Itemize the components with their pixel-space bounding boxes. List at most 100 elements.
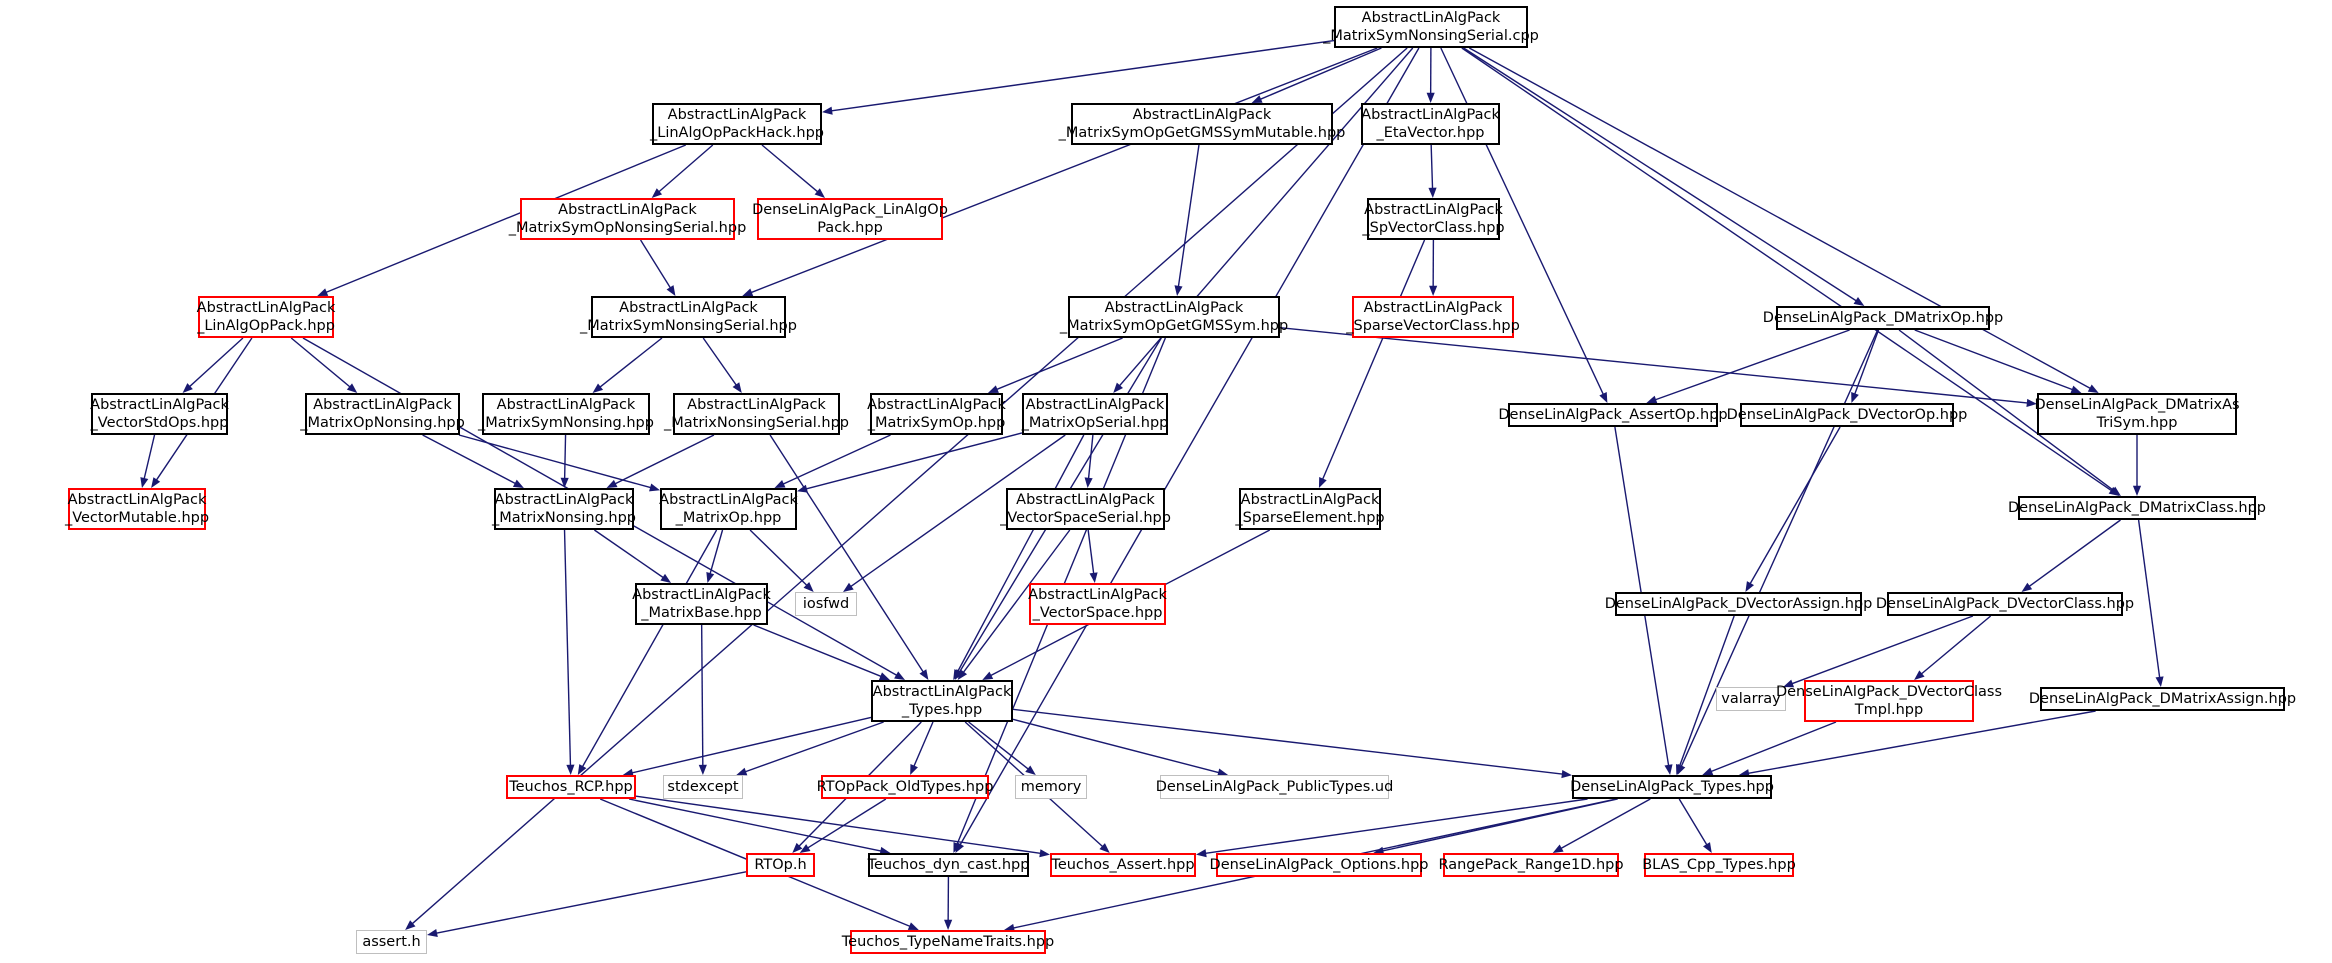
node-dmatrixassign[interactable]: DenseLinAlgPack_DMatrixAssign.hpp xyxy=(2029,687,2296,711)
edge-teuchos_rcp-to-dyn_cast xyxy=(628,798,882,852)
node-matrixsymop[interactable]: AbstractLinAlgPack_MatrixSymOp.hpp xyxy=(867,393,1006,435)
arrowhead-types-to-stdexcept xyxy=(736,767,748,776)
node-line: AbstractLinAlgPack xyxy=(90,397,229,413)
arrowhead-linalgoppack-to-matrixopnonsing xyxy=(346,383,358,393)
node-dmatrixop[interactable]: DenseLinAlgPack_DMatrixOp.hpp xyxy=(1763,306,2003,330)
node-matrixnonsingserial[interactable]: AbstractLinAlgPack_MatrixNonsingSerial.h… xyxy=(664,393,849,435)
node-line: AbstractLinAlgPack xyxy=(1028,587,1167,603)
node-memory: memory xyxy=(1015,775,1087,799)
node-line: _MatrixSymOp.hpp xyxy=(867,415,1006,431)
node-line: _VectorStdOps.hpp xyxy=(90,415,229,431)
node-vectorspace[interactable]: AbstractLinAlgPack_VectorSpace.hpp xyxy=(1028,583,1167,625)
edge-etavector-to-spvectorclass xyxy=(1430,144,1434,190)
node-types[interactable]: AbstractLinAlgPack_Types.hpp xyxy=(871,680,1013,722)
node-line: DenseLinAlgPack_DVectorClass xyxy=(1775,684,2003,700)
arrowhead-dvectorclass-to-dvectorclasstmpl xyxy=(1914,670,1925,680)
node-line: DenseLinAlgPack_Options.hpp xyxy=(1209,857,1429,873)
edge-dvectorclasstmpl-to-dense_types xyxy=(1710,721,1837,773)
node-line: AbstractLinAlgPack xyxy=(1363,300,1503,316)
arrowhead-matrixopserial-to-matrixop xyxy=(797,484,808,493)
arrowhead-dmatrixop-to-dvectorop xyxy=(1851,392,1859,403)
node-line: _MatrixSymOpNonsingSerial.hpp xyxy=(508,220,747,236)
arrowhead-dense_types-to-teuchos_assert xyxy=(1196,849,1207,858)
node-rangepack-range1d[interactable]: RangePack_Range1D.hpp xyxy=(1438,853,1624,877)
node-valarray: valarray xyxy=(1716,687,1786,711)
edge-dmatrixop-to-dmatrixclass xyxy=(1898,329,2115,492)
node-vectorspaceserial[interactable]: AbstractLinAlgPack_VectorSpaceSerial.hpp xyxy=(1000,488,1171,530)
edge-matrixnonsing-to-matrixbase xyxy=(593,529,665,579)
node-root-source-file[interactable]: AbstractLinAlgPack_MatrixSymNonsingSeria… xyxy=(1323,6,1539,48)
arrowhead-root-to-matrixopserial xyxy=(1113,382,1124,393)
node-linalgoppack[interactable]: AbstractLinAlgPack_LinAlgOpPack.hpp xyxy=(197,296,335,338)
arrowhead-rtoppack_oldtypes-to-rtop xyxy=(799,844,811,853)
node-rtoppack-oldtypes[interactable]: RTOpPack_OldTypes.hpp xyxy=(817,775,993,799)
node-dense-publictypes: DenseLinAlgPack_PublicTypes.ud xyxy=(1156,775,1393,799)
node-line: AbstractLinAlgPack xyxy=(872,684,1012,700)
node-matrixsymopgetgmssymmutable[interactable]: AbstractLinAlgPack_MatrixSymOpGetGMSSymM… xyxy=(1059,103,1345,145)
node-vectorstdops[interactable]: AbstractLinAlgPack _VectorStdOps.hpp xyxy=(90,393,229,435)
arrowhead-rtop-to-assert_h xyxy=(427,928,438,937)
arrowhead-dmatrixop-to-dmatrixastrisym xyxy=(2070,385,2082,394)
arrowhead-types-to-dense_types xyxy=(1561,769,1572,779)
arrowhead-root-to-dmatrixop xyxy=(1853,297,1865,306)
node-line: AbstractLinAlgPack xyxy=(1364,202,1503,218)
arrowhead-matrixnonsing-to-matrixbase xyxy=(660,573,672,583)
node-dense-types[interactable]: DenseLinAlgPack_Types.hpp xyxy=(1570,775,1774,799)
node-matrixsymnonsingserial[interactable]: AbstractLinAlgPack_MatrixSymNonsingSeria… xyxy=(580,296,797,338)
node-line: valarray xyxy=(1721,691,1781,707)
node-teuchos-assert[interactable]: Teuchos_Assert.hpp xyxy=(1050,853,1196,877)
node-matrixbase[interactable]: AbstractLinAlgPack_MatrixBase.hpp xyxy=(632,583,771,625)
arrowhead-teuchos_rcp-to-typenametraits xyxy=(907,922,919,930)
node-matrixopserial[interactable]: AbstractLinAlgPack_MatrixOpSerial.hpp xyxy=(1022,393,1168,435)
node-line: _SparseVectorClass.hpp xyxy=(1346,318,1520,334)
node-matrixsymopgetgmssym[interactable]: AbstractLinAlgPack_MatrixSymOpGetGMSSym.… xyxy=(1060,296,1288,338)
arrowhead-spvectorclass-to-sparseelement xyxy=(1318,477,1327,488)
node-sparsevectorclass[interactable]: AbstractLinAlgPack _SparseVectorClass.hpp xyxy=(1346,296,1520,338)
node-matrixop[interactable]: AbstractLinAlgPack_MatrixOp.hpp xyxy=(659,488,798,530)
edge-dense_types-to-range1d xyxy=(1560,798,1651,850)
node-teuchos-typenametraits[interactable]: Teuchos_TypeNameTraits.hpp xyxy=(842,930,1054,954)
node-matrixopnonsing[interactable]: AbstractLinAlgPack_MatrixOpNonsing.hpp xyxy=(300,393,465,435)
node-matrixnonsing[interactable]: AbstractLinAlgPack_MatrixNonsing.hpp xyxy=(492,488,636,530)
edge-matrixop-to-teuchos_rcp xyxy=(581,529,718,768)
node-spvectorclass[interactable]: AbstractLinAlgPack_SpVectorClass.hpp xyxy=(1362,198,1505,240)
edge-oppackhack-to-dense_linalgop xyxy=(761,144,819,193)
edge-dvectorclass-to-dvectorclasstmpl xyxy=(1920,615,1992,675)
node-sparseelement[interactable]: AbstractLinAlgPack_SparseElement.hpp xyxy=(1235,488,1385,530)
edge-root-to-dmatrixop xyxy=(1463,47,1858,302)
node-rtop[interactable]: RTOp.h xyxy=(746,853,815,877)
edge-vectorstdops-to-vectormutable xyxy=(143,434,156,480)
node-dvectorop[interactable]: DenseLinAlgPack_DVectorOp.hpp xyxy=(1727,403,1967,427)
node-etavector[interactable]: AbstractLinAlgPack_EtaVector.hpp xyxy=(1361,103,1500,145)
node-line: Tmpl.hpp xyxy=(1854,702,1924,718)
edge-root-to-dmatrixastrisym xyxy=(1468,47,2092,390)
node-vectormutable[interactable]: AbstractLinAlgPack_VectorMutable.hpp xyxy=(65,488,209,530)
edge-dvectorclass-to-valarray xyxy=(1791,615,1974,685)
arrowhead-root-to-oppackhack xyxy=(822,106,833,115)
node-teuchos-rcp[interactable]: Teuchos_RCP.hpp xyxy=(506,775,636,799)
node-dmatrixclass[interactable]: DenseLinAlgPack_DMatrixClass.hpp xyxy=(2008,496,2266,520)
arrowhead-matrixbase-to-stdexcept xyxy=(698,764,707,775)
node-line: DenseLinAlgPack_AssertOp.hpp xyxy=(1498,407,1728,423)
node-teuchos-dyn-cast[interactable]: Teuchos_dyn_cast.hpp xyxy=(868,853,1029,877)
node-matrixsymnonsing[interactable]: AbstractLinAlgPack_MatrixSymNonsing.hpp xyxy=(478,393,654,435)
arrowhead-matrixopserial-to-types xyxy=(953,669,962,680)
edge-root-to-dyn_cast xyxy=(959,47,1420,846)
arrowhead-vectorspaceserial-to-vectorspace xyxy=(1089,572,1098,583)
arrowhead-linalgoppack-to-vectorstdops xyxy=(182,383,193,393)
arrowhead-dmatrixclass-to-dmatrixassign xyxy=(2155,676,2164,687)
node-dvectorclass[interactable]: DenseLinAlgPack_DVectorClass.hpp xyxy=(1876,592,2134,616)
node-assertop[interactable]: DenseLinAlgPack_AssertOp.hpp xyxy=(1498,403,1728,427)
node-dvectorassign[interactable]: DenseLinAlgPack_DVectorAssign.hpp xyxy=(1605,592,1872,616)
node-linalgoppackhack[interactable]: AbstractLinAlgPack_LinAlgOpPackHack.hpp xyxy=(650,103,824,145)
node-dense-options[interactable]: DenseLinAlgPack_Options.hpp xyxy=(1210,853,1428,877)
node-matrixsymopnonsingserial[interactable]: AbstractLinAlgPack_MatrixSymOpNonsingSer… xyxy=(509,198,746,240)
edge-dmatrixop-to-dense_types xyxy=(1680,329,1879,768)
node-blas-cpp-types[interactable]: BLAS_Cpp_Types.hpp xyxy=(1642,853,1796,877)
node-line: AbstractLinAlgPack xyxy=(632,587,771,603)
node-line: DenseLinAlgPack_Types.hpp xyxy=(1570,779,1774,795)
arrowhead-matrixopserial-to-vectorspaceserial xyxy=(1084,477,1093,488)
